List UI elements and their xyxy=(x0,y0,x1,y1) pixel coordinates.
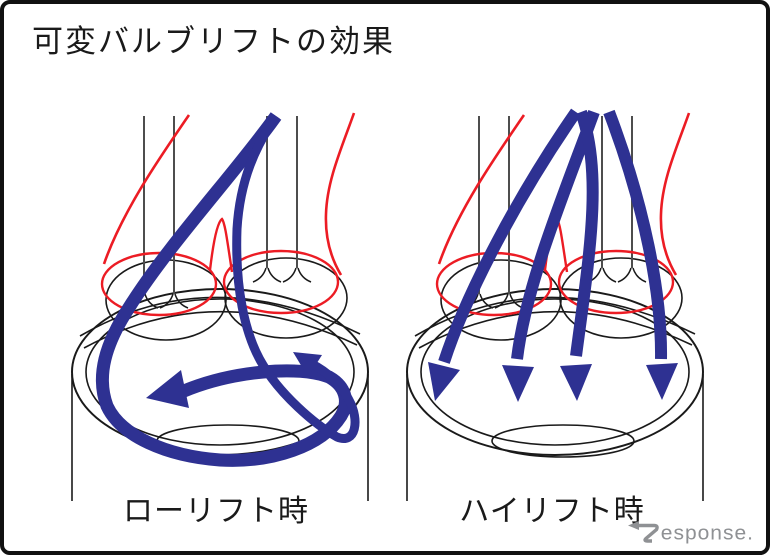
high-lift-cylinder xyxy=(405,108,705,503)
down-arrowhead-3 xyxy=(560,364,592,401)
down-arrowhead-1 xyxy=(428,362,460,401)
straight-flow-arrows xyxy=(428,108,678,402)
low-lift-caption: ローリフト時 xyxy=(123,495,309,528)
watermark-text: esponse. xyxy=(660,522,754,545)
swirl-arrowhead xyxy=(146,370,189,408)
response-r-arrow-icon xyxy=(627,521,659,543)
response-watermark: esponse. xyxy=(627,521,754,544)
valve-lift-diagram xyxy=(70,108,705,503)
down-arrowhead-2 xyxy=(502,365,534,402)
low-lift-cylinder xyxy=(70,111,370,503)
curl-arrowhead xyxy=(293,352,322,377)
high-lift-caption: ハイリフト時 xyxy=(459,495,645,528)
down-arrowhead-4 xyxy=(646,363,678,400)
swirl-flow-arrow xyxy=(95,112,360,467)
figure-title: 可変バルブリフトの効果 xyxy=(32,24,395,59)
